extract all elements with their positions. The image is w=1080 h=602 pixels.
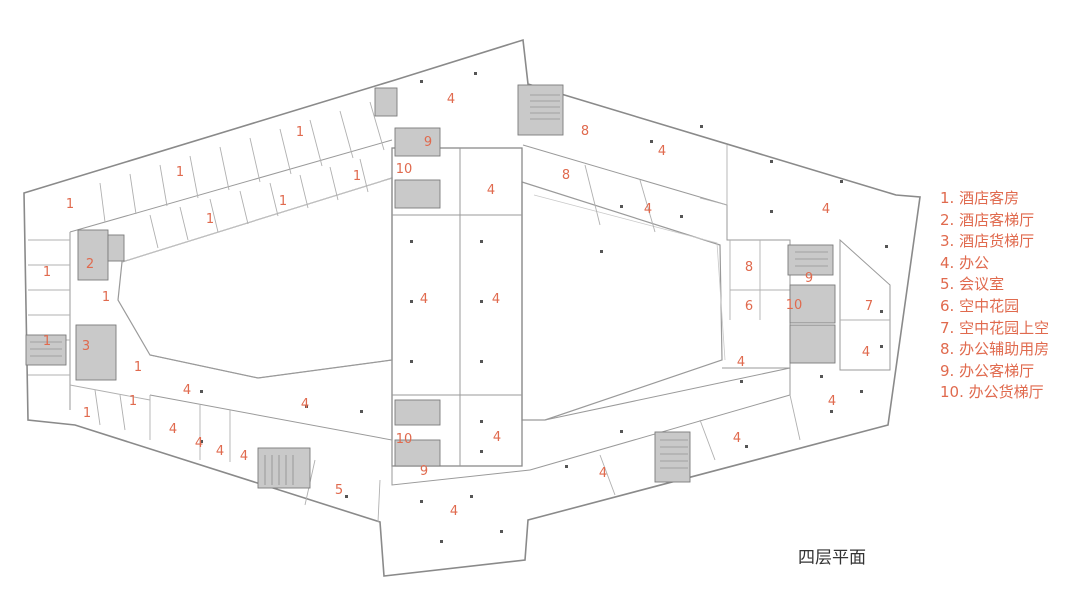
room-label: 1 <box>43 334 51 349</box>
room-label: 1 <box>83 406 91 421</box>
legend-item: 5. 会议室 <box>940 275 1005 294</box>
room-label: 4 <box>658 144 666 159</box>
hotel-corridor <box>69 139 393 410</box>
hotel-elevator-core <box>77 229 109 281</box>
office-partitions <box>149 145 890 523</box>
building-outline <box>23 38 921 577</box>
room-label: 4 <box>420 292 428 307</box>
stair-core <box>25 334 67 366</box>
room-label: 1 <box>102 290 110 305</box>
room-label: 1 <box>279 194 287 209</box>
stair-core <box>654 431 691 483</box>
room-label: 10 <box>396 432 413 447</box>
floor-caption: 四层平面 <box>798 548 866 568</box>
room-label: 4 <box>737 355 745 370</box>
room-label: 4 <box>240 449 248 464</box>
legend-item: 4. 办公 <box>940 253 990 272</box>
room-label: 4 <box>487 183 495 198</box>
room-label: 4 <box>492 292 500 307</box>
south-wing-wall <box>149 394 393 466</box>
structural-columns <box>200 72 888 543</box>
room-label: 4 <box>599 466 607 481</box>
legend-item: 9. 办公客梯厅 <box>940 361 1035 380</box>
room-label: 8 <box>745 260 753 275</box>
room-label: 1 <box>129 394 137 409</box>
room-label: 5 <box>335 483 343 498</box>
room-label: 4 <box>301 397 309 412</box>
room-label: 4 <box>822 202 830 217</box>
stair-treads <box>30 94 828 485</box>
office-elevator-core <box>787 244 834 276</box>
legend-item: 8. 办公辅助用房 <box>940 340 1050 359</box>
stair-core <box>374 87 398 117</box>
room-label: 7 <box>865 299 873 314</box>
room-label: 10 <box>396 162 413 177</box>
room-label: 4 <box>169 422 177 437</box>
hotel-freight-core <box>75 324 117 381</box>
room-label: 4 <box>195 436 203 451</box>
room-label: 4 <box>450 504 458 519</box>
room-labels: 1 1 1 1 1 1 1 1 1 1 1 1 2 3 4 4 4 4 4 4 … <box>43 92 873 519</box>
room-label: 4 <box>828 394 836 409</box>
room-label: 1 <box>66 197 74 212</box>
office-freight-core <box>789 324 836 364</box>
room-label: 1 <box>43 265 51 280</box>
legend-item: 6. 空中花园 <box>940 296 1020 315</box>
office-freight-core <box>394 439 441 467</box>
service-cores <box>25 84 836 489</box>
east-wing-wall <box>522 144 791 369</box>
legend-item: 10. 办公货梯厅 <box>940 383 1044 402</box>
office-elevator-core <box>394 127 441 157</box>
south-wing-wall <box>391 466 531 486</box>
room-label: 8 <box>581 124 589 139</box>
east-wing-wall <box>839 238 891 371</box>
room-label: 9 <box>420 464 428 479</box>
stair-core <box>257 447 311 489</box>
void-diagonal <box>121 177 393 263</box>
legend-item: 3. 酒店货梯厅 <box>940 232 1035 251</box>
room-label: 4 <box>862 345 870 360</box>
room-label: 4 <box>447 92 455 107</box>
office-block <box>391 147 523 467</box>
office-freight-core <box>394 179 441 209</box>
office-elevator-core <box>394 399 441 426</box>
room-label: 1 <box>134 360 142 375</box>
room-label: 3 <box>82 339 90 354</box>
room-label: 6 <box>745 299 753 314</box>
room-label: 4 <box>644 202 652 217</box>
south-wing-wall <box>149 354 393 379</box>
room-label: 4 <box>183 383 191 398</box>
room-label: 8 <box>562 168 570 183</box>
stair-core <box>517 84 564 136</box>
legend-item: 1. 酒店客房 <box>940 189 1020 207</box>
room-label: 1 <box>206 212 214 227</box>
room-label: 4 <box>493 430 501 445</box>
office-elevator-core <box>789 284 836 324</box>
room-label: 4 <box>216 444 224 459</box>
room-label: 4 <box>733 431 741 446</box>
legend-item: 2. 酒店客梯厅 <box>940 210 1035 229</box>
hotel-elevator-core <box>107 234 125 262</box>
room-label: 2 <box>86 257 94 272</box>
room-label: 9 <box>805 271 813 286</box>
void-diagonal <box>533 194 726 361</box>
room-label: 10 <box>786 298 803 313</box>
room-legend: 1. 酒店客房 2. 酒店客梯厅 3. 酒店货梯厅 4. 办公 5. 会议室 6… <box>940 188 1049 404</box>
room-label: 1 <box>296 125 304 140</box>
room-label: 9 <box>424 135 432 150</box>
room-label: 1 <box>353 169 361 184</box>
legend-item: 7. 空中花园上空 <box>940 318 1050 337</box>
room-label: 1 <box>176 165 184 180</box>
